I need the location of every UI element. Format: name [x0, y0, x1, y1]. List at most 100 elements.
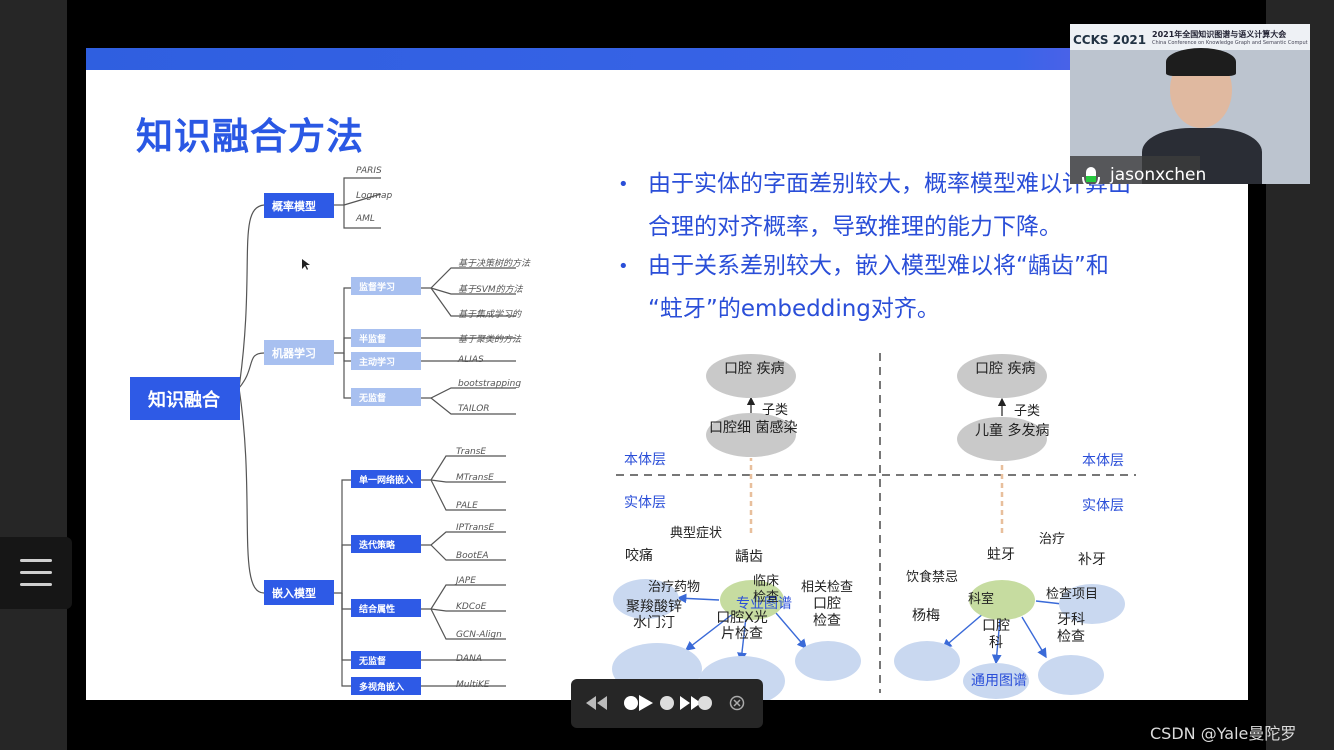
fast-forward-icon[interactable]: [679, 695, 713, 711]
edge-label-department: 科室: [968, 592, 995, 607]
bullet-2: • 由于关系差别较大，嵌入模型难以将“龋齿”和 “蛀牙”的embedding对齐…: [618, 245, 1109, 331]
leaf-jape: JAPE: [456, 576, 476, 586]
label-filling: 补牙: [1078, 552, 1106, 568]
node-oral-disease-right: [957, 354, 1047, 398]
leaf-dana: DANA: [456, 654, 482, 664]
edge-label-symptom: 典型症状: [670, 526, 723, 541]
node-filling: [1059, 584, 1125, 624]
watermark: CSDN @Yale曼陀罗: [1150, 724, 1297, 743]
label-entity-layer-left: 实体层: [624, 495, 666, 511]
sub-semi-supervised: 半监督: [351, 329, 421, 347]
sub-iterative: 迭代策略: [351, 535, 421, 553]
edge-label-drug: 治疗药物: [648, 580, 701, 595]
leaf-aml: AML: [356, 214, 375, 224]
leaf-mtranse: MTransE: [456, 473, 494, 483]
participant-name: jasonxchen: [1110, 165, 1207, 184]
node-bite-pain: [613, 579, 679, 619]
label-zinc-polycarboxylate: 聚羧酸锌水门汀: [626, 599, 682, 631]
sub-multi-view: 多视角嵌入: [351, 677, 421, 695]
participant-name-tag: jasonxchen: [1070, 156, 1206, 184]
slide-title: 知识融合方法: [136, 115, 364, 158]
leaf-gcn-align: GCN-Align: [456, 630, 502, 640]
label-oral-exam: 口腔检查: [813, 596, 841, 629]
node-oral-exam: [795, 641, 861, 681]
conference-subtitle: China Conference on Knowledge Graph and …: [1152, 40, 1308, 46]
label-entity-layer-right: 实体层: [1082, 498, 1124, 514]
label-bayberry: 杨梅: [912, 608, 940, 624]
bullet-2-line2: “蛀牙”的embedding对齐。: [648, 296, 940, 322]
bullet-1: • 由于实体的字面差别较大，概率模型难以计算出 合理的对齐概率，导致推理的能力下…: [618, 163, 1131, 249]
sub-unsupervised: 无监督: [351, 388, 421, 406]
label-tooth-decay: 蛀牙: [987, 547, 1015, 563]
bullet-1-line1: 由于实体的字面差别较大，概率模型难以计算出: [648, 171, 1131, 197]
mindmap-connectors: [238, 177, 516, 687]
rewind-icon[interactable]: [585, 695, 609, 711]
graph-nodes: [612, 354, 1125, 700]
leaf-multike: MultiKE: [456, 680, 490, 690]
bullet-2-line1: 由于关系差别较大，嵌入模型难以将“龋齿”和: [648, 253, 1109, 279]
label-bite-pain: 咬痛: [625, 548, 653, 564]
bullet-dot: •: [618, 174, 629, 195]
node-oral-bacteria: [706, 413, 796, 457]
conference-logo: CCKS 2021: [1073, 33, 1147, 47]
webcam-video[interactable]: CCKS 2021 2021年全国知识图谱与语义计算大会 China Confe…: [1070, 24, 1310, 184]
label-stomatology: 口腔科: [982, 618, 1010, 651]
leaf-iptranse: IPTransE: [456, 523, 495, 533]
knowledge-graph-diagram: [612, 353, 1136, 700]
label-ontology-layer-right: 本体层: [1082, 453, 1124, 469]
bullet-1-line2: 合理的对齐概率，导致推理的能力下降。: [648, 214, 1062, 240]
label-subclass-left: 子类: [762, 403, 789, 418]
participant-hair: [1166, 48, 1236, 76]
node-bayberry: [894, 641, 960, 681]
sub-single-network: 单一网络嵌入: [351, 470, 421, 488]
menu-icon[interactable]: [0, 537, 72, 609]
leaf-bootea: BootEA: [456, 551, 489, 561]
leaf-ensemble: 基于集成学习的: [458, 310, 522, 320]
leaf-svm: 基于SVM的方法: [458, 285, 523, 295]
record-dot-icon[interactable]: [659, 695, 675, 711]
label-oral-xray: 口腔X光片检查: [716, 610, 768, 642]
label-dental-check: 牙科检查: [1057, 612, 1085, 645]
label-child-disease: 儿童 多发病: [975, 423, 1050, 439]
sub-active-learning: 主动学习: [351, 352, 421, 370]
close-icon[interactable]: [729, 695, 745, 711]
node-stomatology: [963, 663, 1029, 699]
left-dark-margin: [0, 0, 67, 750]
microphone-icon: [1082, 167, 1100, 184]
branch-embedding-model: 嵌入模型: [264, 580, 334, 605]
sub-unsupervised-embed: 无监督: [351, 651, 421, 669]
leaf-alias: ALIAS: [458, 355, 484, 365]
mouse-cursor-icon: [302, 259, 310, 270]
leaf-decision-tree: 基于决策树的方法: [458, 259, 531, 269]
node-caries: [720, 580, 784, 620]
label-oral-bacteria: 口腔细 菌感染: [709, 420, 798, 436]
slide-top-bar: [86, 48, 1248, 70]
leaf-logmap: Logmap: [356, 191, 393, 201]
label-ontology-layer-left: 本体层: [624, 452, 666, 468]
branch-machine-learning: 机器学习: [264, 340, 334, 365]
edge-label-diet: 饮食禁忌: [906, 570, 959, 585]
label-oral-disease-right: 口腔 疾病: [975, 361, 1036, 377]
edge-label-treat: 治疗: [1039, 532, 1066, 547]
node-oral-disease-left: [706, 354, 796, 398]
leaf-bootstrapping: bootstrapping: [458, 379, 522, 389]
sub-supervised: 监督学习: [351, 277, 421, 295]
slide: 知识融合方法 • 由于实体的字面差别较大，概率模型难以计算出 合理的对齐概率，导…: [86, 48, 1248, 700]
conference-title: 2021年全国知识图谱与语义计算大会: [1152, 30, 1287, 39]
label-subclass-right: 子类: [1014, 404, 1041, 419]
leaf-clustering: 基于聚类的方法: [458, 335, 522, 345]
label-caries: 龋齿: [735, 549, 763, 565]
edge-label-related: 相关检查: [801, 580, 854, 595]
node-dental-check: [1038, 655, 1104, 695]
mindmap-root: 知识融合: [130, 377, 240, 420]
leaf-kdcoe: KDCoE: [456, 602, 487, 612]
label-oral-disease-left: 口腔 疾病: [724, 361, 785, 377]
play-icon[interactable]: [621, 693, 655, 713]
edge-label-clinical: 临床检查: [753, 574, 780, 605]
conference-banner: [1070, 24, 1310, 50]
leaf-transe: TransE: [456, 447, 487, 457]
caption-pro-graph: 专业图谱: [736, 596, 792, 612]
node-tooth-decay: [969, 580, 1035, 620]
leaf-tailor: TAILOR: [458, 404, 490, 414]
